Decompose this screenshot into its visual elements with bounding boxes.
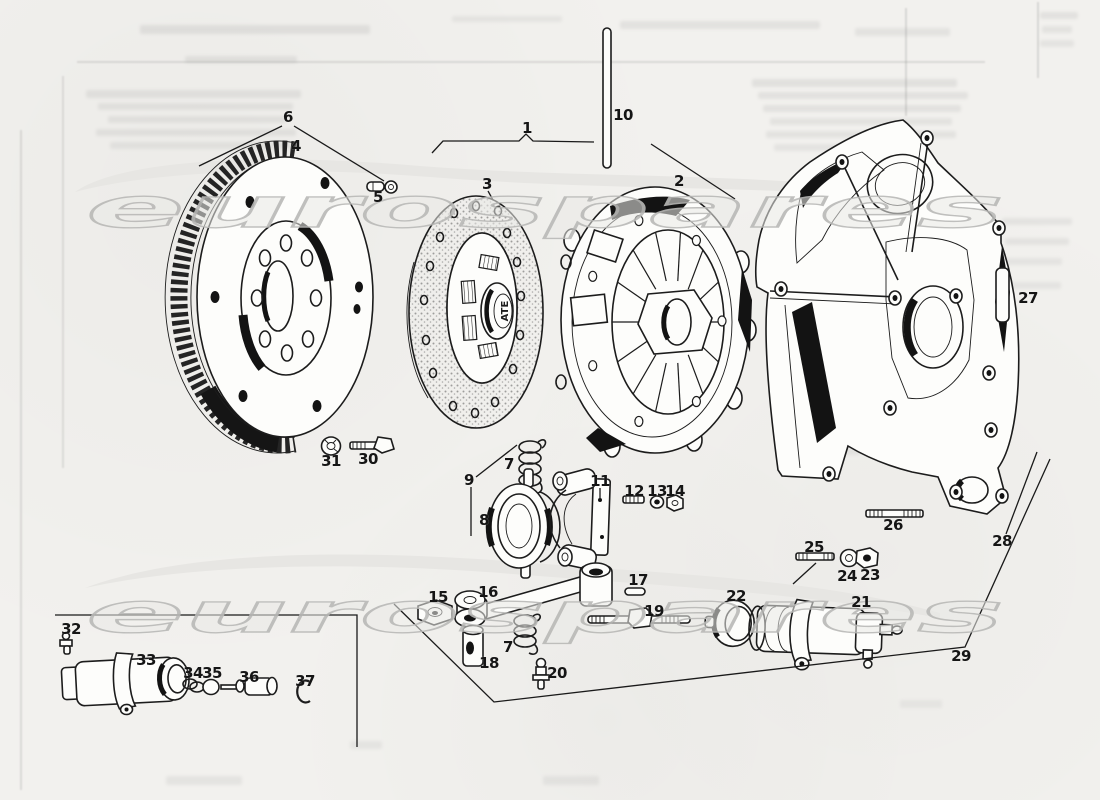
watermark-bottom: eurospares	[85, 580, 1004, 645]
part-label-26: 26	[883, 516, 903, 534]
disc-logo-text: ATE	[500, 301, 511, 322]
part-label-5: 5	[373, 188, 383, 206]
flywheel-bolt-drawing	[320, 436, 395, 456]
pressure-plate-drawing	[555, 186, 757, 458]
part-label-21: 21	[851, 593, 871, 611]
part-label-1: 1	[522, 119, 532, 137]
part-label-22: 22	[726, 587, 746, 605]
part-label-32: 32	[61, 620, 81, 638]
svg-text:eurospares: eurospares	[86, 176, 1004, 240]
part-label-12: 12	[624, 482, 644, 500]
part-label-37: 37	[295, 672, 315, 690]
ghost-text-artifact	[86, 90, 301, 98]
ghost-text-artifact	[452, 16, 562, 22]
dowel-pin-drawing	[366, 180, 398, 194]
part-label-7: 7	[504, 455, 514, 473]
bellhousing-drawing	[754, 119, 1020, 515]
part-label-15: 15	[428, 588, 448, 606]
ghost-text-artifact	[620, 21, 820, 29]
part-label-20: 20	[547, 664, 567, 682]
part-label-13: 13	[647, 482, 667, 500]
part-label-3: 3	[482, 175, 492, 193]
clutch-fork-drawing	[549, 468, 612, 570]
release-bearing-drawing	[485, 439, 561, 579]
flywheel-drawing	[164, 140, 374, 454]
ghost-text-artifact	[185, 56, 297, 63]
pilot-rod-drawing	[602, 27, 612, 169]
ghost-text-artifact	[96, 129, 296, 136]
housing-fasteners-drawing	[795, 509, 924, 569]
ghost-text-artifact	[855, 28, 950, 36]
scan-line-artifact	[1037, 2, 1039, 78]
scan-line-artifact	[20, 130, 22, 790]
fork-fasteners-drawing	[622, 494, 684, 512]
part-label-33: 33	[136, 651, 156, 669]
part-label-6: 6	[283, 108, 293, 126]
part-label-31: 31	[321, 452, 341, 470]
part-label-18: 18	[479, 654, 499, 672]
ghost-text-artifact	[166, 776, 242, 785]
scan-line-artifact	[77, 61, 985, 63]
ghost-text-artifact	[1040, 40, 1074, 47]
ghost-text-artifact	[1005, 282, 1061, 289]
small-cylinder-drawing	[59, 631, 311, 716]
part-label-25: 25	[804, 538, 824, 556]
ghost-text-artifact	[108, 116, 286, 123]
part-label-16: 16	[478, 583, 498, 601]
part-label-14: 14	[665, 482, 685, 500]
scan-line-artifact	[62, 76, 64, 468]
part-label-34: 34	[183, 664, 203, 682]
ghost-text-artifact	[1042, 26, 1072, 33]
ghost-text-artifact	[350, 741, 382, 749]
part-label-11: 11	[590, 472, 610, 490]
ghost-text-artifact	[543, 776, 599, 785]
part-label-4: 4	[291, 137, 301, 155]
watermark-top: eurospares	[85, 175, 1004, 240]
part-label-29: 29	[951, 647, 971, 665]
leader-lines	[55, 125, 1051, 747]
part-label-36: 36	[239, 668, 259, 686]
ghost-text-artifact	[758, 92, 968, 99]
part-label-23: 23	[860, 566, 880, 584]
ghost-text-artifact	[110, 142, 292, 149]
svg-text:eurospares: eurospares	[86, 581, 1004, 645]
ghost-text-artifact	[98, 103, 293, 110]
part-label-27: 27	[1018, 289, 1038, 307]
part-label-35: 35	[202, 664, 222, 682]
ghost-text-artifact	[770, 118, 952, 125]
ghost-text-artifact	[1005, 238, 1069, 245]
release-arm-drawing	[417, 562, 691, 690]
part-label-28: 28	[992, 532, 1012, 550]
ghost-text-artifact	[1040, 12, 1078, 19]
clutch-disc-drawing: ATE	[406, 195, 544, 429]
part-label-19: 19	[644, 602, 664, 620]
ghost-text-artifact	[1002, 258, 1062, 265]
ghost-text-artifact	[1002, 218, 1072, 225]
part-label-8: 8	[479, 511, 489, 529]
part-label-10: 10	[613, 106, 633, 124]
part-label-2: 2	[674, 172, 684, 190]
part-label-24: 24	[837, 567, 857, 585]
part-label-9: 9	[464, 471, 474, 489]
part-label-17: 17	[628, 571, 648, 589]
ghost-text-artifact	[140, 25, 370, 34]
part-label-7: 7	[503, 638, 513, 656]
scan-line-artifact	[905, 8, 907, 116]
slave-cylinder-drawing	[704, 598, 903, 671]
ghost-text-artifact	[752, 79, 957, 87]
ghost-text-artifact	[900, 700, 942, 708]
ghost-text-artifact	[763, 105, 961, 112]
part-label-30: 30	[358, 450, 378, 468]
